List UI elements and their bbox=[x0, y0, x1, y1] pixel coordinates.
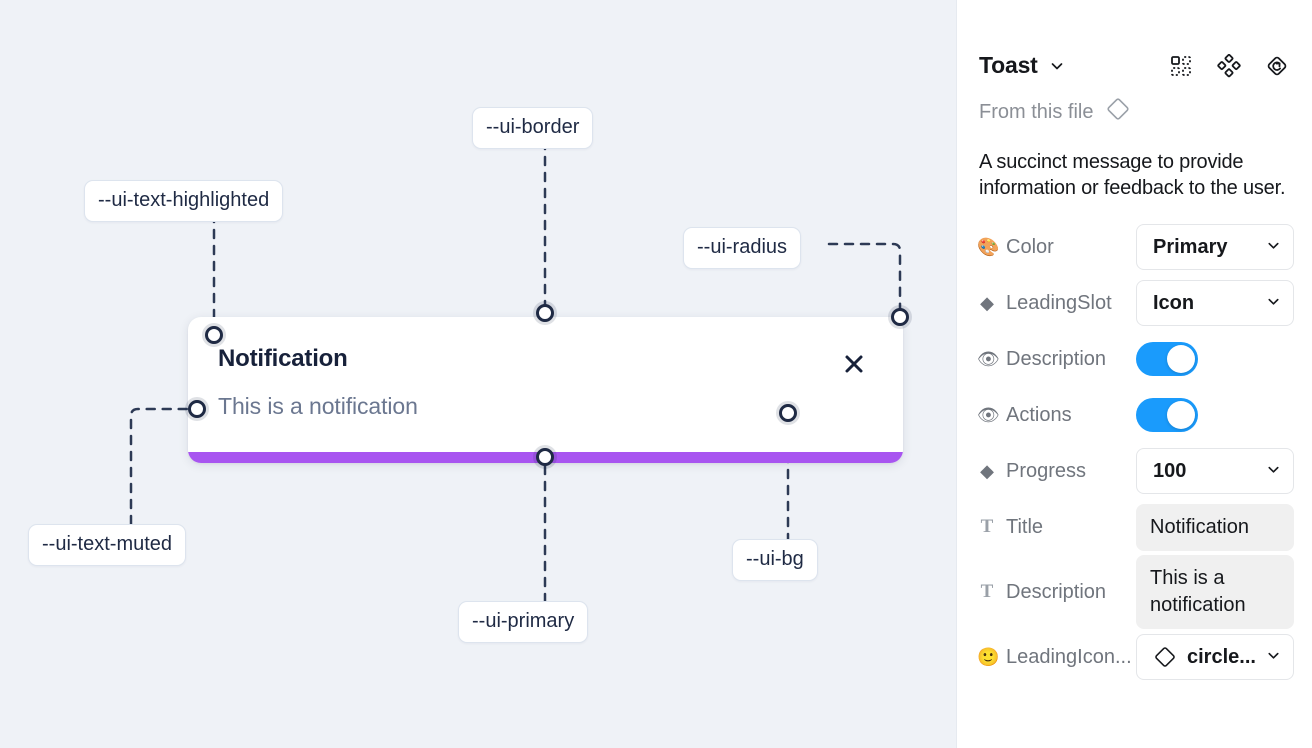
reset-instance-icon[interactable] bbox=[1264, 53, 1290, 79]
property-label-description-text: T Description bbox=[977, 581, 1136, 604]
property-row-progress: ◆ Progress 100 bbox=[977, 443, 1294, 499]
property-row-description-text: T Description This is a notification bbox=[977, 555, 1294, 630]
property-row-description-visibility: 👁 Description bbox=[977, 331, 1294, 387]
anchor-dot-ui-border[interactable] bbox=[536, 304, 554, 322]
anchor-dot-ui-text-muted[interactable] bbox=[188, 400, 206, 418]
property-label-leading-icon: 🙂 LeadingIcon... bbox=[977, 646, 1136, 669]
text-type-icon: T bbox=[980, 581, 994, 603]
property-label-leading-slot: ◆ LeadingSlot bbox=[977, 292, 1136, 315]
anchor-dot-ui-radius[interactable] bbox=[891, 308, 909, 326]
label-text: Title bbox=[1006, 515, 1044, 538]
property-label-color: 🎨 Color bbox=[977, 236, 1136, 259]
progress-select[interactable]: 100 bbox=[1136, 448, 1294, 495]
property-label-progress: ◆ Progress bbox=[977, 460, 1136, 483]
label-text: Progress bbox=[1006, 459, 1087, 482]
close-x-icon[interactable] bbox=[841, 351, 867, 377]
property-row-leading-slot: ◆ LeadingSlot Icon bbox=[977, 275, 1294, 331]
chevron-down-icon bbox=[1266, 292, 1281, 315]
color-select-value: Primary bbox=[1153, 235, 1228, 258]
label-text: Description bbox=[1006, 580, 1107, 603]
label-text: LeadingIcon... bbox=[1006, 645, 1132, 668]
token-label-ui-bg[interactable]: --ui-bg bbox=[732, 539, 818, 581]
property-row-leading-icon: 🙂 LeadingIcon... circle... bbox=[977, 629, 1294, 685]
actions-toggle[interactable] bbox=[1136, 398, 1198, 433]
toggle-knob bbox=[1167, 345, 1195, 374]
token-label-ui-text-muted[interactable]: --ui-text-muted bbox=[28, 524, 187, 566]
from-this-file-label: From this file bbox=[979, 100, 1094, 123]
leading-slot-select[interactable]: Icon bbox=[1136, 280, 1294, 327]
panel-title: Toast bbox=[979, 52, 1038, 78]
token-label-ui-primary[interactable]: --ui-primary bbox=[458, 601, 589, 643]
description-toggle[interactable] bbox=[1136, 342, 1198, 377]
panel-header-actions bbox=[1168, 53, 1290, 79]
token-label-ui-radius[interactable]: --ui-radius bbox=[683, 227, 802, 269]
label-text: LeadingSlot bbox=[1006, 291, 1112, 314]
label-text: Color bbox=[1006, 235, 1054, 258]
title-input[interactable]: Notification bbox=[1136, 503, 1294, 551]
diamond-icon bbox=[1105, 96, 1131, 128]
description-input[interactable]: This is a notification bbox=[1136, 555, 1294, 630]
panel-header: Toast bbox=[957, 0, 1312, 79]
toggle-knob bbox=[1167, 401, 1195, 430]
properties-panel: Toast bbox=[956, 0, 1312, 748]
property-label-title: T Title bbox=[977, 516, 1136, 539]
diamond-filled-icon: ◆ bbox=[980, 293, 994, 314]
leading-icon-select-value: circle... bbox=[1187, 645, 1256, 668]
smiley-emoji-icon: 🙂 bbox=[977, 647, 1000, 668]
progress-select-value: 100 bbox=[1153, 459, 1187, 482]
text-type-icon: T bbox=[980, 516, 994, 538]
chevron-down-icon[interactable] bbox=[1049, 58, 1065, 74]
anchor-dot-ui-text-highlighted[interactable] bbox=[205, 326, 223, 344]
anchor-dot-ui-bg[interactable] bbox=[779, 404, 797, 422]
property-label-actions: 👁 Actions bbox=[977, 404, 1136, 427]
toast-component-preview[interactable]: Notification This is a notification bbox=[188, 317, 903, 463]
token-label-ui-border[interactable]: --ui-border bbox=[472, 107, 594, 149]
color-select[interactable]: Primary bbox=[1136, 224, 1294, 271]
label-text: Description bbox=[1006, 347, 1107, 370]
chevron-down-icon bbox=[1266, 460, 1281, 483]
leading-icon-select[interactable]: circle... bbox=[1136, 634, 1294, 681]
chevron-down-icon bbox=[1266, 646, 1281, 669]
design-canvas[interactable]: Notification This is a notification --ui… bbox=[0, 0, 956, 748]
anchor-dot-ui-primary[interactable] bbox=[536, 448, 554, 466]
chevron-down-icon bbox=[1266, 236, 1281, 259]
property-list: 🎨 Color Primary ◆ LeadingSlot bbox=[957, 201, 1312, 685]
leading-slot-select-value: Icon bbox=[1153, 291, 1195, 314]
diamond-icon bbox=[1153, 645, 1177, 669]
component-description: A succinct message to provide informatio… bbox=[979, 151, 1286, 199]
toast-description: This is a notification bbox=[218, 393, 418, 419]
component-grid-icon[interactable] bbox=[1168, 53, 1194, 79]
property-row-title: T Title Notification bbox=[977, 499, 1294, 555]
property-row-actions-visibility: 👁 Actions bbox=[977, 387, 1294, 443]
property-row-color: 🎨 Color Primary bbox=[977, 219, 1294, 275]
variants-cluster-icon[interactable] bbox=[1216, 53, 1242, 79]
from-this-file-row[interactable]: From this file bbox=[957, 79, 1312, 128]
palette-emoji-icon: 🎨 bbox=[977, 237, 1000, 258]
property-label-description: 👁 Description bbox=[977, 348, 1136, 371]
diamond-filled-icon: ◆ bbox=[980, 461, 994, 482]
toast-title: Notification bbox=[218, 345, 348, 372]
token-label-ui-text-highlighted[interactable]: --ui-text-highlighted bbox=[84, 180, 284, 222]
eye-emoji-icon: 👁 bbox=[977, 405, 1000, 426]
label-text: Actions bbox=[1006, 403, 1072, 426]
eye-emoji-icon: 👁 bbox=[977, 349, 1000, 370]
